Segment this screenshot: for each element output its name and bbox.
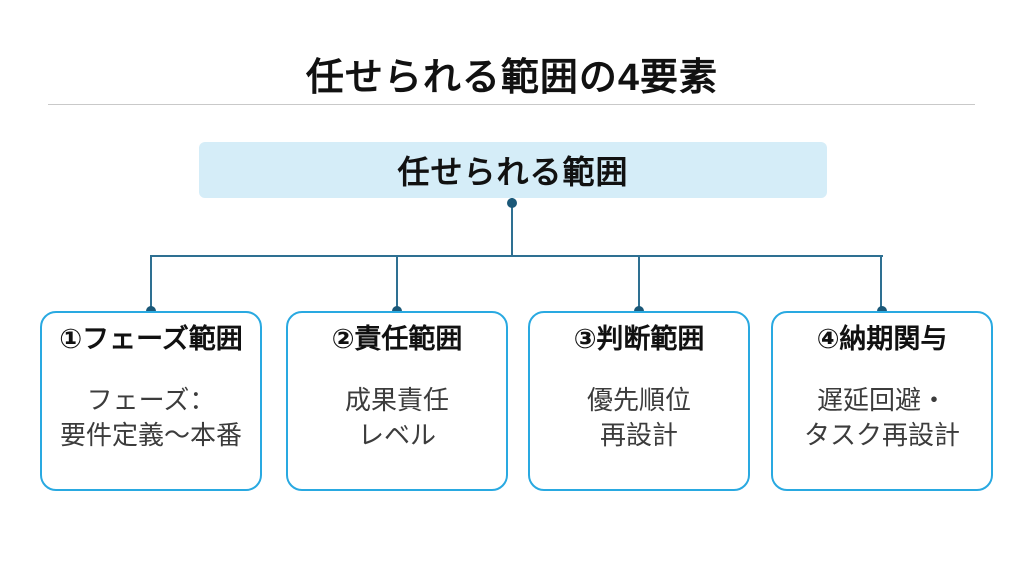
element-body-line: 成果責任 xyxy=(344,385,449,416)
connector-drop-3 xyxy=(638,255,640,311)
title-divider xyxy=(48,104,975,105)
root-scope-label: 任せられる範囲 xyxy=(397,154,629,190)
element-body: フェーズ： 要件定義〜本番 xyxy=(60,383,242,453)
connector-dot-root xyxy=(507,198,517,208)
connector-drop-1 xyxy=(150,255,152,311)
slide-title: 任せられる範囲の4要素 xyxy=(305,57,719,99)
element-box-phase-scope: ①フェーズ範囲 フェーズ： 要件定義〜本番 xyxy=(40,311,262,491)
element-body-line: 遅延回避・ xyxy=(816,385,947,416)
element-body-line: フェーズ： xyxy=(86,385,216,416)
element-body: 遅延回避・ タスク再設計 xyxy=(804,383,960,453)
element-box-responsibility-scope: ②責任範囲 成果責任 レベル xyxy=(286,311,508,491)
connector-drop-2 xyxy=(396,255,398,311)
element-heading: ②責任範囲 xyxy=(331,324,463,354)
connector-stem xyxy=(511,198,513,256)
element-box-judgment-scope: ③判断範囲 優先順位 再設計 xyxy=(528,311,750,491)
element-body-line: 要件定義〜本番 xyxy=(59,420,242,451)
element-heading: ③判断範囲 xyxy=(573,324,705,354)
connector-drop-4 xyxy=(880,255,882,311)
element-body: 成果責任 レベル xyxy=(345,383,449,453)
element-box-deadline-involvement: ④納期関与 遅延回避・ タスク再設計 xyxy=(771,311,993,491)
element-heading: ④納期関与 xyxy=(816,324,948,354)
element-body-line: レベル xyxy=(357,420,436,451)
root-scope-box: 任せられる範囲 xyxy=(199,142,827,198)
connector-horizontal xyxy=(150,255,883,257)
element-heading: ①フェーズ範囲 xyxy=(59,324,243,354)
element-body-line: 優先順位 xyxy=(586,385,691,416)
element-body-line: タスク再設計 xyxy=(803,420,960,451)
element-body-line: 再設計 xyxy=(599,420,678,451)
element-body: 優先順位 再設計 xyxy=(587,383,691,453)
